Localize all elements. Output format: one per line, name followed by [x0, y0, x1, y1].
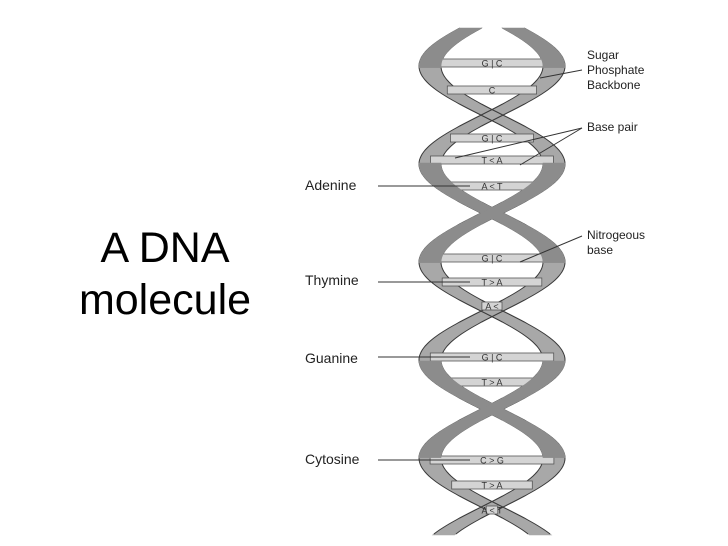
label-nitrogeous-base: Nitrogeous base: [587, 228, 645, 258]
label-cytosine: Cytosine: [305, 451, 359, 467]
strand-segment: [543, 454, 566, 458]
strand-segment: [419, 64, 441, 68]
base-pair-letters: T > A: [481, 378, 502, 388]
base-pair-letters: A <: [485, 302, 498, 312]
label-sugar-phosphate-backbone: Sugar Phosphate Backbone: [587, 48, 644, 93]
strand-segment: [543, 64, 565, 68]
base-pair-letters: T < A: [481, 156, 502, 166]
base-pair-letters: C: [489, 86, 496, 96]
label-guanine: Guanine: [305, 350, 358, 366]
label-thymine: Thymine: [305, 272, 359, 288]
label-base-pair: Base pair: [587, 120, 638, 135]
strand-segment: [543, 259, 565, 263]
base-pair-letters: G | C: [482, 59, 503, 69]
base-pair-letters: T > A: [481, 278, 502, 288]
base-pair-letters: C > G: [480, 456, 504, 466]
base-pair-letters: G | C: [482, 254, 503, 264]
base-pair-letters: A < T: [481, 182, 503, 192]
base-pair-letters: A < T: [481, 506, 503, 516]
base-pair-letters: T > A: [481, 481, 502, 491]
strand-segment: [419, 454, 442, 458]
label-adenine: Adenine: [305, 177, 356, 193]
base-pair-letters: G | C: [482, 134, 503, 144]
base-pair-letters: G | C: [482, 353, 503, 363]
strand-segment: [419, 259, 441, 263]
